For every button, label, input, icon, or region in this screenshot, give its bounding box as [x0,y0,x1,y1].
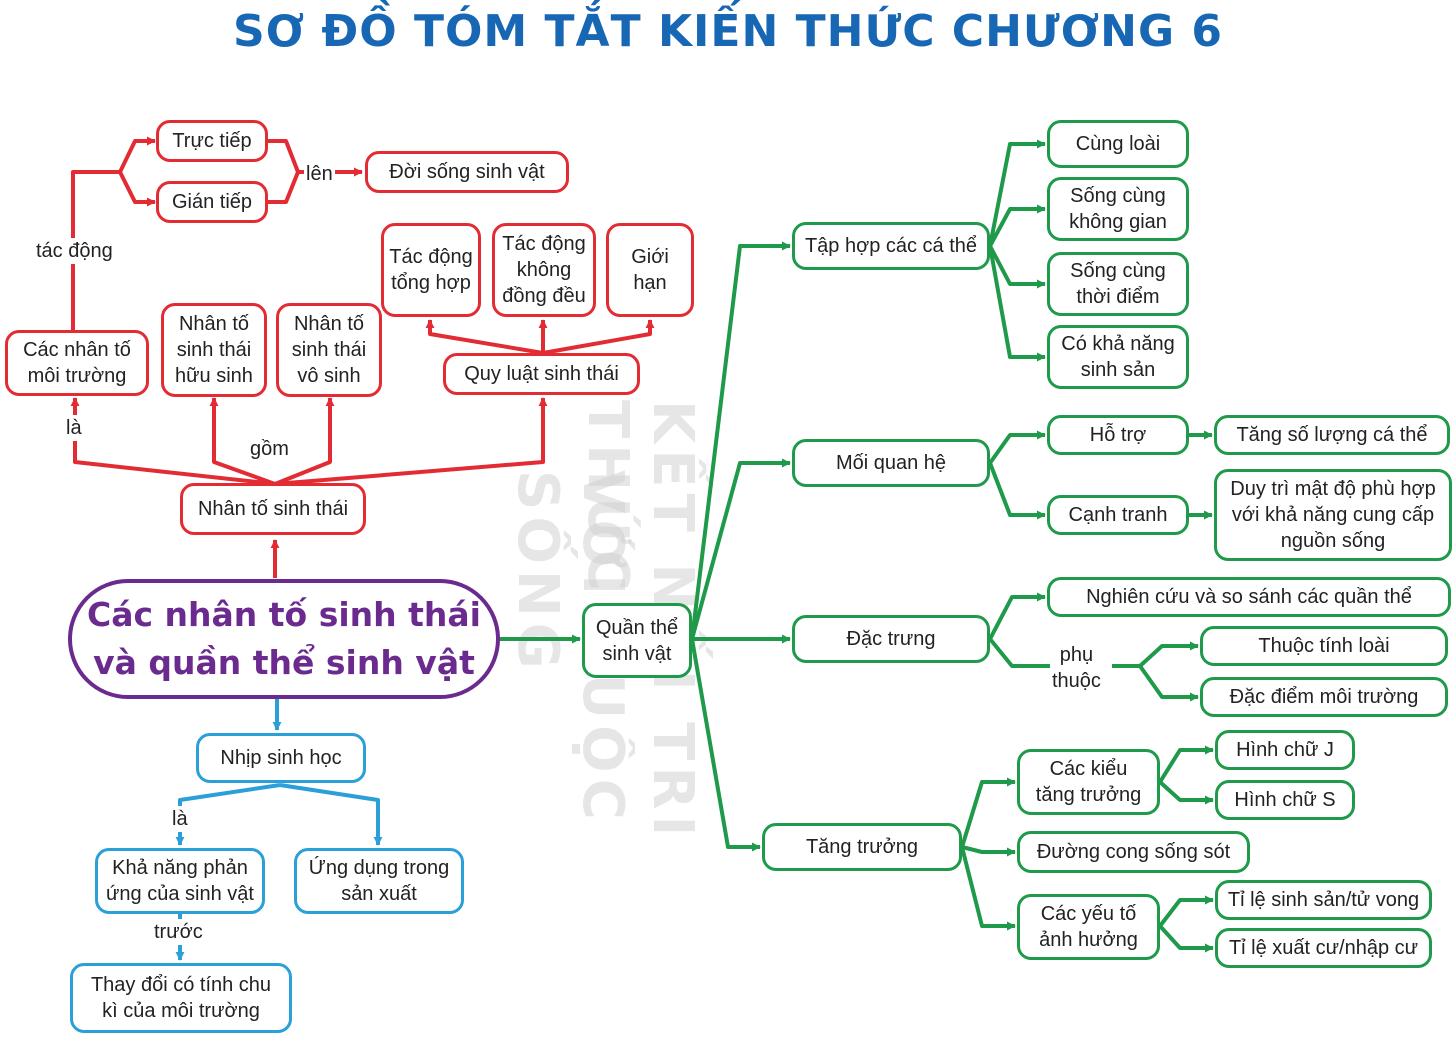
node-cung-loai: Cùng loài [1047,120,1189,168]
node-nhip-sinh-hoc: Nhịp sinh học [196,733,366,783]
node-quy-luat-sinh-thai: Quy luật sinh thái [443,353,640,395]
central-topic: Các nhân tố sinh thái và quần thể sinh v… [68,579,500,699]
label-gom: gồm [248,436,291,462]
node-tang-so-luong-ca-the: Tăng số lượng cá thể [1214,415,1450,455]
node-thuoc-tinh-loai: Thuộc tính loài [1200,626,1448,666]
node-moi-quan-he: Mối quan hệ [792,439,990,487]
node-co-kha-nang-sinh-san: Có khả năng sinh sản [1047,325,1189,389]
node-nghien-cuu-so-sanh: Nghiên cứu và so sánh các quần thể [1047,577,1451,617]
label-la-blue: là [170,806,190,832]
label-tac-dong: tác động [34,238,115,264]
node-dac-trung: Đặc trưng [792,615,990,663]
page-title: SƠ ĐỒ TÓM TẮT KIẾN THỨC CHƯƠNG 6 [232,6,1223,57]
node-canh-tranh: Cạnh tranh [1047,495,1189,535]
node-ti-le-sinh-san-tu-vong: Tỉ lệ sinh sản/tử vong [1215,880,1432,920]
node-nhan-to-huu-sinh: Nhân tố sinh thái hữu sinh [161,303,267,397]
node-cac-kieu-tang-truong: Các kiểu tăng trưởng [1017,749,1160,815]
node-tac-dong-tong-hop: Tác động tổng hợp [381,223,481,317]
node-doi-song-sinh-vat: Đời sống sinh vật [365,151,569,193]
node-song-cung-thoi-diem: Sống cùng thời điểm [1047,252,1189,316]
node-thay-doi-chu-ki: Thay đổi có tính chu kì của môi trường [70,963,292,1033]
node-duong-cong-song-sot: Đường cong sống sót [1017,831,1250,873]
node-nhan-to-vo-sinh: Nhân tố sinh thái vô sinh [276,303,382,397]
node-cac-nhan-to-moi-truong: Các nhân tố môi trường [5,330,149,396]
node-gioi-han: Giới hạn [606,223,694,317]
node-ho-tro: Hỗ trợ [1047,415,1189,455]
label-len: lên [304,161,335,187]
label-la-red: là [64,415,84,441]
node-tap-hop-ca-the: Tập hợp các cá thể [792,222,990,270]
node-dac-diem-moi-truong: Đặc điểm môi trường [1200,677,1448,717]
node-duy-tri-mat-do: Duy trì mật độ phù hợp với khả năng cung… [1214,469,1452,561]
node-ti-le-xuat-cu-nhap-cu: Tỉ lệ xuất cư/nhập cư [1215,928,1432,968]
node-tac-dong-khong-dong-deu: Tác động không đồng đều [492,223,596,317]
node-quan-the-sinh-vat: Quần thể sinh vật [582,603,692,678]
node-nhan-to-sinh-thai: Nhân tố sinh thái [180,483,366,535]
node-hinh-chu-s: Hình chữ S [1215,780,1355,820]
node-cac-yeu-to-anh-huong: Các yếu tố ảnh hưởng [1017,894,1160,960]
node-song-cung-khong-gian: Sống cùng không gian [1047,177,1189,241]
node-kha-nang-phan-ung: Khả năng phản ứng của sinh vật [95,848,265,914]
label-truoc: trước [152,919,205,945]
node-ung-dung-san-xuat: Ứng dụng trong sản xuất [294,848,464,914]
node-hinh-chu-j: Hình chữ J [1215,730,1355,770]
node-truc-tiep: Trực tiếp [156,120,268,162]
node-gian-tiep: Gián tiếp [156,181,268,223]
label-phu-thuoc: phụ thuộc [1050,642,1103,694]
node-tang-truong: Tăng trưởng [762,823,962,871]
